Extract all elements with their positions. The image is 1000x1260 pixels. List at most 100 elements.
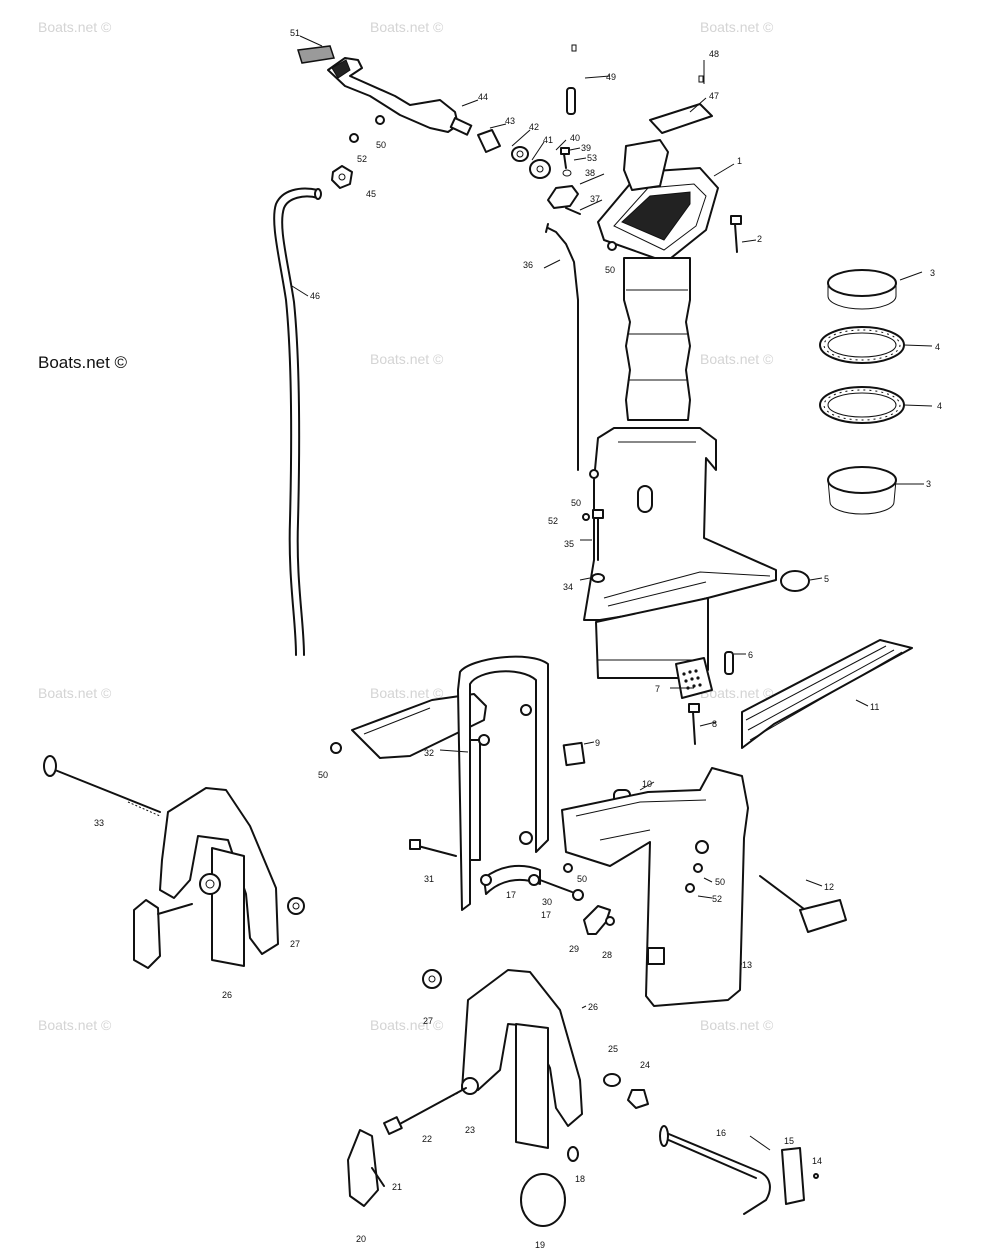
- callout-label: 4: [937, 401, 942, 411]
- throttle-rod-part: [547, 227, 579, 471]
- watermark: Boats.net ©: [700, 1017, 774, 1033]
- watermark: Boats.net ©: [370, 1017, 444, 1033]
- callout-labels: 51 49 48 47 44 43 42 41 40 39 53 38 37 1…: [94, 28, 942, 1250]
- washer-part: [422, 969, 442, 989]
- nut-part: [331, 165, 353, 189]
- washer-part: [603, 1073, 621, 1087]
- upper-small-parts: [566, 44, 713, 134]
- callout-label: 51: [290, 28, 300, 38]
- tiller-handle-group: [297, 45, 581, 215]
- clamp-screw-handle-part: [759, 875, 847, 933]
- callout-label: 6: [748, 650, 753, 660]
- callout-label: 30: [542, 897, 552, 907]
- tilt-pin-group: [659, 1125, 819, 1215]
- plug-part: [780, 570, 810, 592]
- trim-strip-part: [741, 639, 913, 749]
- throttle-bracket-part: [547, 185, 579, 209]
- callout-label: 20: [356, 1234, 366, 1244]
- callout-label: 37: [590, 194, 600, 204]
- callout-label: 49: [606, 72, 616, 82]
- housing-fasteners: [582, 241, 617, 583]
- watermarks: Boats.net © Boats.net © Boats.net © Boat…: [38, 19, 774, 1033]
- callout-label: 50: [605, 265, 615, 275]
- watermark: Boats.net ©: [370, 351, 444, 367]
- callout-label: 8: [712, 719, 717, 729]
- screw-part: [730, 215, 742, 253]
- swivel-bearing-group: [819, 269, 905, 515]
- watermark: Boats.net ©: [700, 19, 774, 35]
- callout-label: 29: [569, 944, 579, 954]
- callout-label: 32: [424, 748, 434, 758]
- callout-label: 50: [571, 498, 581, 508]
- bearing-ring-part: [819, 386, 905, 424]
- shift-rod-part: [273, 187, 319, 656]
- callout-label: 14: [812, 1156, 822, 1166]
- callout-label: 42: [529, 122, 539, 132]
- callout-label: 28: [602, 950, 612, 960]
- callout-label: 12: [824, 882, 834, 892]
- callout-label: 50: [376, 140, 386, 150]
- callout-label: 36: [523, 260, 533, 270]
- callout-label: 17: [541, 910, 551, 920]
- watermark: Boats.net ©: [38, 685, 112, 701]
- callout-label: 50: [577, 874, 587, 884]
- pin-part: [565, 207, 581, 215]
- callout-label: 50: [715, 877, 725, 887]
- callout-label: 3: [930, 268, 935, 278]
- clamp-pad-part: [347, 1129, 379, 1207]
- clamp-bolt-part: [49, 767, 161, 813]
- callout-label: 19: [535, 1240, 545, 1250]
- callout-label: 16: [716, 1128, 726, 1138]
- callout-label: 39: [581, 143, 591, 153]
- callout-label: 10: [642, 779, 652, 789]
- driveshaft-housing-part: [583, 139, 777, 679]
- transom-clamp-housing-part: [561, 767, 749, 1007]
- dowel-part: [566, 87, 576, 115]
- callout-label: 33: [94, 818, 104, 828]
- tilt-pin-part: [663, 1131, 771, 1215]
- watermark: Boats.net ©: [700, 685, 774, 701]
- watermark-main: Boats.net ©: [38, 353, 128, 372]
- callout-label: 52: [357, 154, 367, 164]
- callout-label: 17: [506, 890, 516, 900]
- clamp-disc-part: [520, 1173, 566, 1227]
- callout-label: 22: [422, 1134, 432, 1144]
- callout-label: 27: [290, 939, 300, 949]
- callout-label: 35: [564, 539, 574, 549]
- right-clamp-group: [347, 969, 649, 1227]
- callout-label: 46: [310, 291, 320, 301]
- grip-pad-part: [297, 45, 335, 64]
- pad-part: [562, 741, 586, 767]
- watermark: Boats.net ©: [700, 351, 774, 367]
- watermark: Boats.net ©: [38, 1017, 112, 1033]
- callout-label: 50: [318, 770, 328, 780]
- callout-label: 27: [423, 1016, 433, 1026]
- retainer-plate-part: [781, 1147, 805, 1205]
- watermark: Boats.net ©: [38, 19, 112, 35]
- callout-label: 15: [784, 1136, 794, 1146]
- tiller-arm-part: [327, 57, 459, 133]
- callout-label: 4: [935, 342, 940, 352]
- nut-part: [627, 1089, 649, 1109]
- watermark: Boats.net ©: [370, 19, 444, 35]
- callout-label: 7: [655, 684, 660, 694]
- washer-part: [511, 146, 529, 162]
- callout-label: 1: [737, 156, 742, 166]
- callout-label: 5: [824, 574, 829, 584]
- callout-label: 3: [926, 479, 931, 489]
- callout-label: 45: [366, 189, 376, 199]
- callout-label: 41: [543, 135, 553, 145]
- callout-label: 2: [757, 234, 762, 244]
- bushing-part: [477, 129, 501, 153]
- callout-label: 43: [505, 116, 515, 126]
- callout-label: 11: [870, 702, 879, 712]
- callout-label: 18: [575, 1174, 585, 1184]
- callout-label: 26: [588, 1002, 598, 1012]
- callout-label: 21: [392, 1182, 402, 1192]
- bearing-ring-part: [819, 326, 905, 364]
- swivel-bracket-part: [351, 655, 549, 911]
- callout-label: 24: [640, 1060, 650, 1070]
- callout-label: 26: [222, 990, 232, 1000]
- callout-label: 48: [709, 49, 719, 59]
